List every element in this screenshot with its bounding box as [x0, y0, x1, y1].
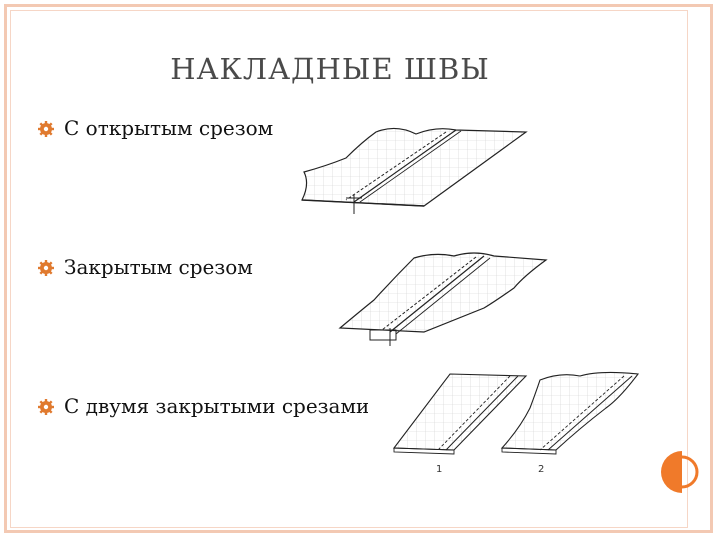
slide-inner-frame [10, 10, 688, 528]
bullet-text: С двумя закрытыми срезами [64, 394, 368, 418]
figure-label-1: 1 [436, 464, 442, 475]
seam-diagram-two-closed-edges: 1 2 [392, 371, 640, 475]
bullet-text: С открытым срезом [64, 116, 274, 140]
bullet-item-closed-edge: Закрытым срезом [38, 255, 368, 279]
gear-bullet-icon [38, 399, 54, 415]
figure-label-2: 2 [538, 464, 544, 475]
gear-bullet-icon [38, 121, 54, 137]
bullet-text: Закрытым срезом [64, 255, 253, 279]
seam-diagram-closed-edge [338, 252, 548, 346]
seam-diagram-open-edge [301, 127, 528, 214]
slide-frame [4, 4, 713, 533]
bullet-item-two-closed-edges: С двумя закрытыми срезами [38, 394, 368, 418]
gear-bullet-icon [38, 260, 54, 276]
bullet-item-open-edge: С открытым срезом [38, 116, 368, 140]
orange-half-circle-decoration [661, 451, 699, 493]
slide-title: НАКЛАДНЫЕ ШВЫ [170, 52, 490, 86]
